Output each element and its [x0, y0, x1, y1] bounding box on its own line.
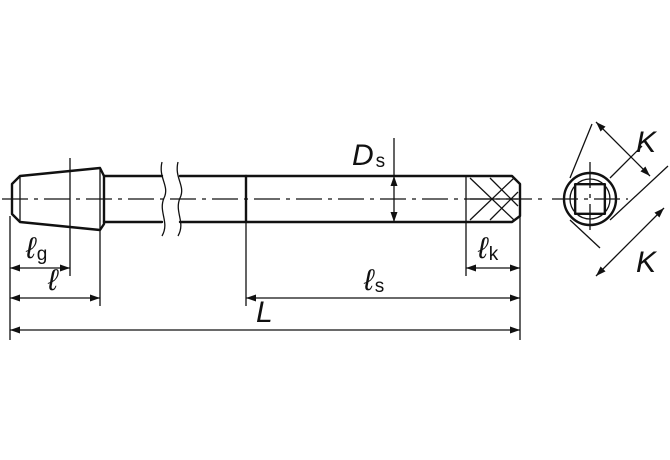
label-lg: ℓg [25, 232, 47, 265]
extension-lines [9, 158, 521, 340]
label-lk: ℓk [477, 232, 499, 265]
label-k-top: K [636, 126, 658, 159]
dimension-lk: ℓk [466, 232, 520, 272]
label-l: ℓ [47, 264, 59, 297]
label-L: L [256, 296, 273, 329]
break-symbol [160, 161, 183, 237]
label-ls: ℓs [363, 264, 384, 297]
dimension-ls: ℓs [246, 264, 520, 302]
dimension-k-top: K [569, 121, 658, 179]
dimension-lg: ℓg [10, 232, 70, 272]
dimension-l: ℓ [10, 264, 100, 302]
dimension-k-bottom: K [569, 165, 669, 279]
dimension-L: L [10, 296, 520, 334]
tap-neck [102, 174, 248, 224]
label-k-bottom: K [636, 246, 658, 279]
square-drive-marks [469, 177, 519, 221]
end-view [552, 162, 628, 236]
